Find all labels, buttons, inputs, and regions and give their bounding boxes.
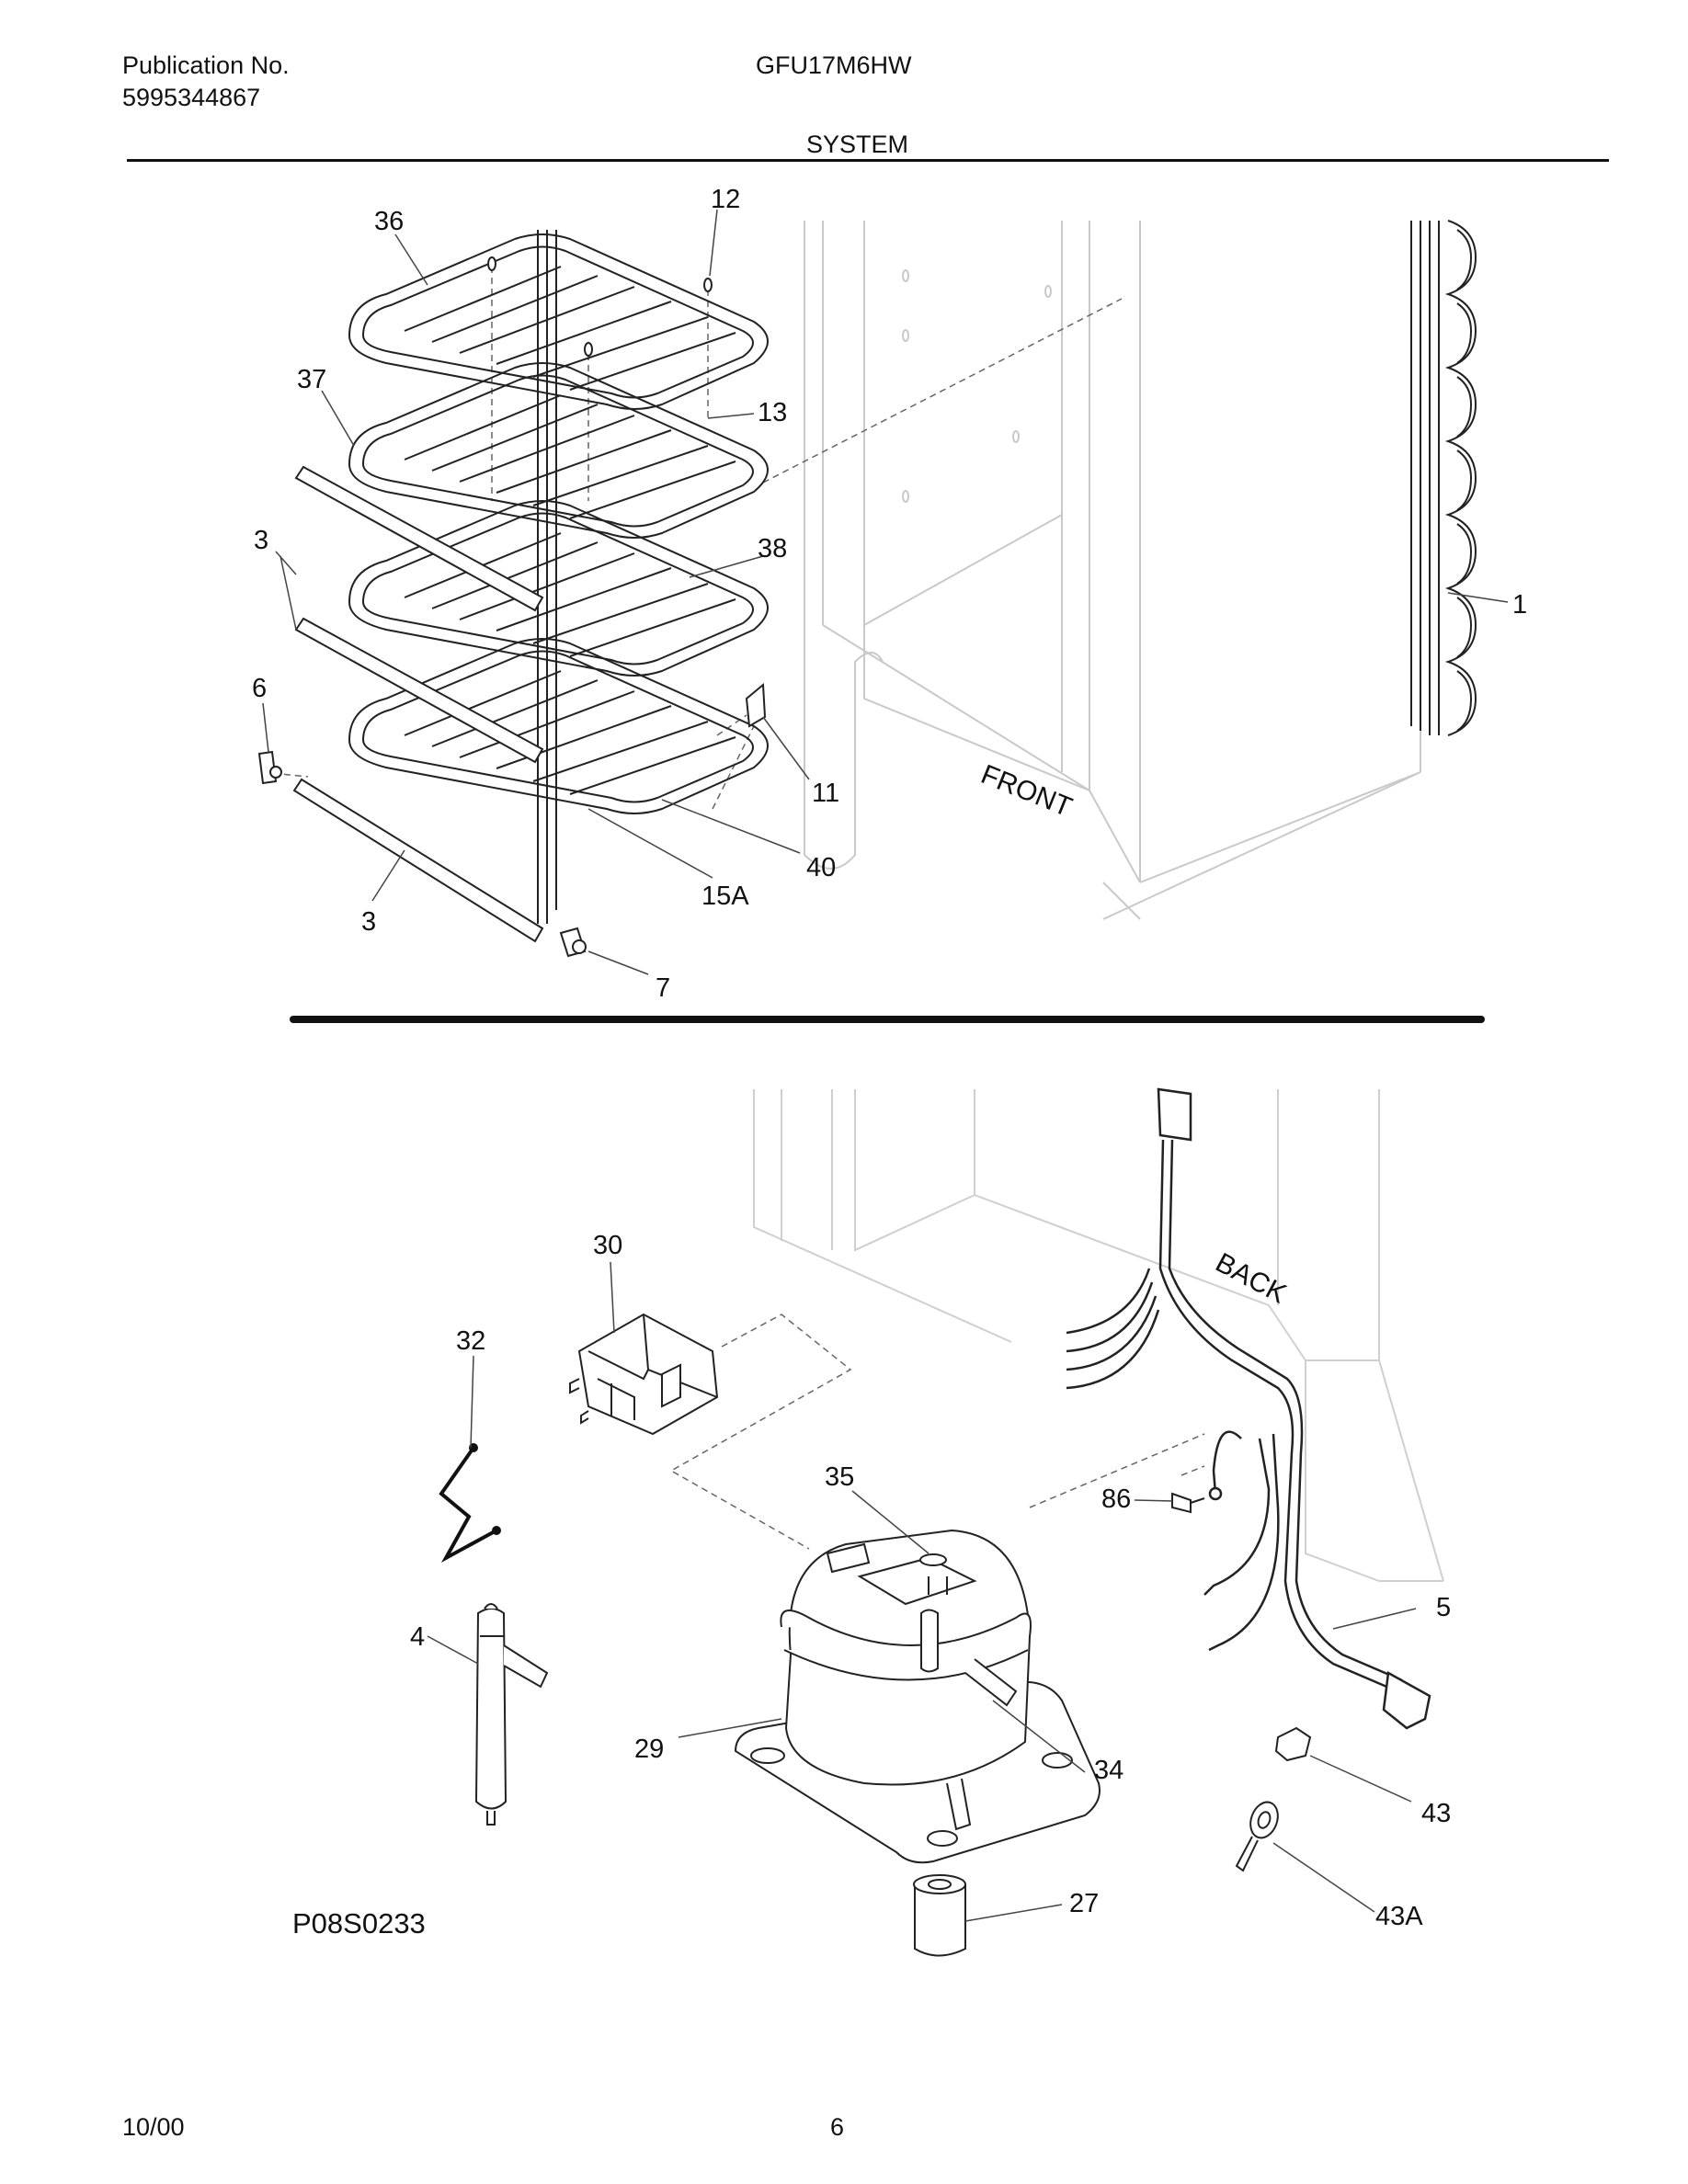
callout-35: 35 — [825, 1462, 854, 1492]
wire-harness — [1066, 1087, 1431, 1730]
callout-4: 4 — [410, 1622, 425, 1652]
callout-30: 30 — [593, 1231, 622, 1260]
callout-32: 32 — [456, 1326, 485, 1356]
callout-29: 29 — [634, 1735, 664, 1764]
wire-clip — [439, 1443, 501, 1564]
callout-15a: 15A — [701, 882, 749, 911]
footer-date: 10/00 — [122, 2113, 185, 2141]
page-number: 6 — [830, 2113, 845, 2141]
callout-40: 40 — [806, 853, 836, 882]
cable-clip — [1274, 1726, 1312, 1762]
filter-dryer — [474, 1603, 549, 1826]
callout-38: 38 — [758, 534, 787, 563]
cabinet-outline — [804, 221, 1421, 920]
back-orientation-label: BACK — [1211, 1247, 1292, 1309]
callout-3-lower: 3 — [361, 907, 376, 937]
callout-12: 12 — [711, 185, 740, 214]
model-number: GFU17M6HW — [756, 51, 912, 79]
callout-13: 13 — [758, 398, 787, 427]
diagram-code: P08S0233 — [292, 1907, 426, 1939]
callout-43a: 43A — [1375, 1902, 1423, 1931]
callout-37: 37 — [297, 365, 326, 394]
callout-5: 5 — [1436, 1593, 1451, 1622]
condenser-coil — [1410, 220, 1477, 736]
compressor — [734, 1529, 1101, 1864]
ground-clip — [1235, 1801, 1279, 1872]
callout-27: 27 — [1069, 1889, 1099, 1918]
grommet — [913, 1874, 966, 1957]
callout-11: 11 — [812, 779, 839, 808]
section-title: SYSTEM — [806, 131, 909, 158]
callout-36: 36 — [374, 207, 404, 236]
publication-number: 5995344867 — [122, 84, 261, 111]
callout-3-upper: 3 — [254, 526, 268, 555]
upper-leaders — [262, 209, 1509, 975]
callout-43: 43 — [1421, 1799, 1451, 1828]
callout-34: 34 — [1094, 1756, 1123, 1785]
clips — [257, 256, 767, 958]
evaporator-coil-shelves — [348, 230, 769, 924]
callout-1: 1 — [1512, 590, 1527, 620]
lower-callouts: 30 32 35 86 5 4 29 34 43 27 43A — [410, 1231, 1451, 1931]
lower-view: BACK 30 32 35 86 5 4 29 34 43 27 43A — [410, 1087, 1451, 1957]
section-divider — [290, 1016, 1485, 1023]
screw — [1171, 1492, 1205, 1514]
callout-7: 7 — [656, 973, 670, 1003]
header-rule — [127, 159, 1609, 162]
upper-callouts: 36 12 37 13 3 38 1 6 11 40 15A 3 7 — [252, 185, 1527, 1003]
callout-86: 86 — [1101, 1484, 1131, 1514]
upper-view: FRONT 36 12 37 13 3 38 1 6 11 40 15A 3 7 — [252, 185, 1527, 1003]
cabinet-back-outline — [753, 1089, 1444, 1582]
relay-overload — [569, 1313, 719, 1436]
publication-label: Publication No. — [122, 51, 290, 79]
lower-leaders — [427, 1261, 1417, 1922]
callout-6: 6 — [252, 674, 267, 703]
shelf-rails — [292, 465, 544, 943]
